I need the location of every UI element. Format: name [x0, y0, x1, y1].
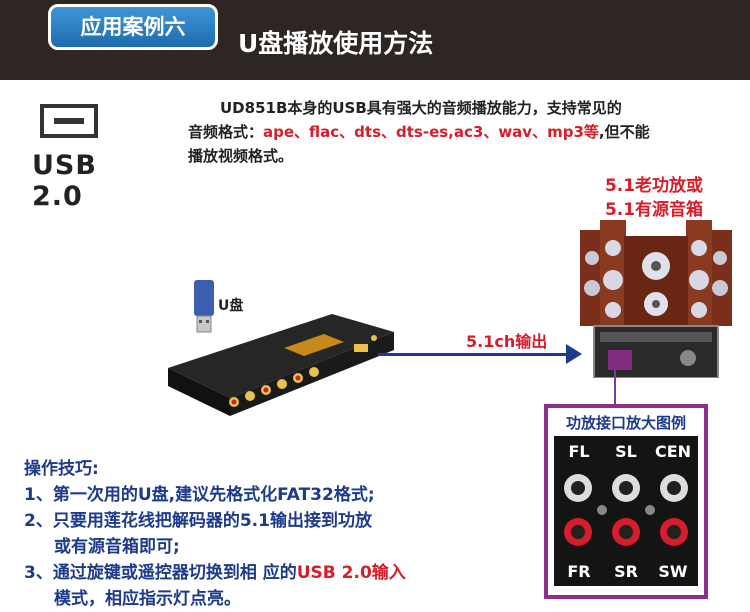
tip-item-1: 1、第一次用的U盘,建议先格式化FAT32格式;	[24, 485, 375, 505]
case-badge: 应用案例六	[48, 4, 218, 50]
channel-label-sl: SL	[615, 442, 637, 461]
tip-item-3: 3、通过旋键或遥控器切换到相 应的USB 2.0输入	[24, 560, 524, 586]
decoder-device-image	[168, 314, 394, 416]
tips-heading: 操作技巧:	[24, 459, 99, 479]
usb-drive-icon	[194, 280, 214, 333]
connector-detail-panel: 功放接口放大图例 FL SL CEN FR SR SW	[544, 404, 708, 599]
speaker-caption: 5.1老功放或 5.1有源音箱	[594, 174, 714, 222]
intro-line-2-tail: ,但不能	[598, 123, 650, 141]
tip-item-2-cont: 或有源音箱即可;	[54, 537, 180, 557]
channel-label-sw: SW	[658, 562, 688, 581]
output-arrow-head-icon	[566, 344, 582, 364]
channel-label-fl: FL	[568, 442, 590, 461]
rca-jacks-icon	[564, 474, 688, 546]
channel-label-sr: SR	[614, 562, 638, 581]
tip-item-3-highlight: USB 2.0输入	[296, 563, 406, 583]
output-label: 5.1ch输出	[466, 332, 548, 351]
usb-version-label: USB 2.0	[32, 150, 97, 212]
intro-line-1: UD851B本身的USB具有强大的音频播放能力，支持常见的	[220, 99, 622, 117]
usb-drive-label: U盘	[218, 298, 244, 314]
usb-symbol: USB 2.0	[32, 104, 138, 212]
intro-formats-lead: 音频格式：	[188, 123, 264, 141]
panel-title: 功放接口放大图例	[565, 414, 686, 432]
usb-port-icon	[40, 104, 98, 138]
intro-line-2: 音频格式：ape、flac、dts、dts-es,ac3、wav、mp3等,但不…	[188, 120, 728, 144]
header-bar: 应用案例六 U盘播放使用方法	[0, 0, 750, 80]
tip-item-2: 2、只要用莲花线把解码器的5.1输出接到功放	[24, 511, 372, 531]
intro-line-3: 播放视频格式。	[188, 147, 294, 165]
output-arrow	[378, 353, 573, 356]
speaker-system-image	[580, 220, 732, 378]
tips-section: 操作技巧: 1、第一次用的U盘,建议先格式化FAT32格式; 2、只要用莲花线把…	[24, 456, 524, 612]
channel-label-cen: CEN	[654, 442, 692, 461]
intro-text: UD851B本身的USB具有强大的音频播放能力，支持常见的 音频格式：ape、f…	[188, 96, 728, 168]
tip-item-3-lead: 3、通过旋键或遥控器切换到相 应的	[24, 563, 297, 583]
intro-formats: ape、flac、dts、dts-es,ac3、wav、mp3等	[263, 123, 599, 141]
speaker-caption-line-2: 5.1有源音箱	[604, 200, 704, 220]
rca-jack-panel: FL SL CEN FR SR SW	[554, 436, 698, 586]
page-title: U盘播放使用方法	[238, 29, 434, 58]
speaker-caption-line-1: 5.1老功放或	[604, 176, 704, 196]
tip-item-3-cont: 模式，相应指示灯点亮。	[54, 589, 241, 609]
zoom-connector	[614, 370, 616, 408]
channel-label-fr: FR	[567, 562, 591, 581]
